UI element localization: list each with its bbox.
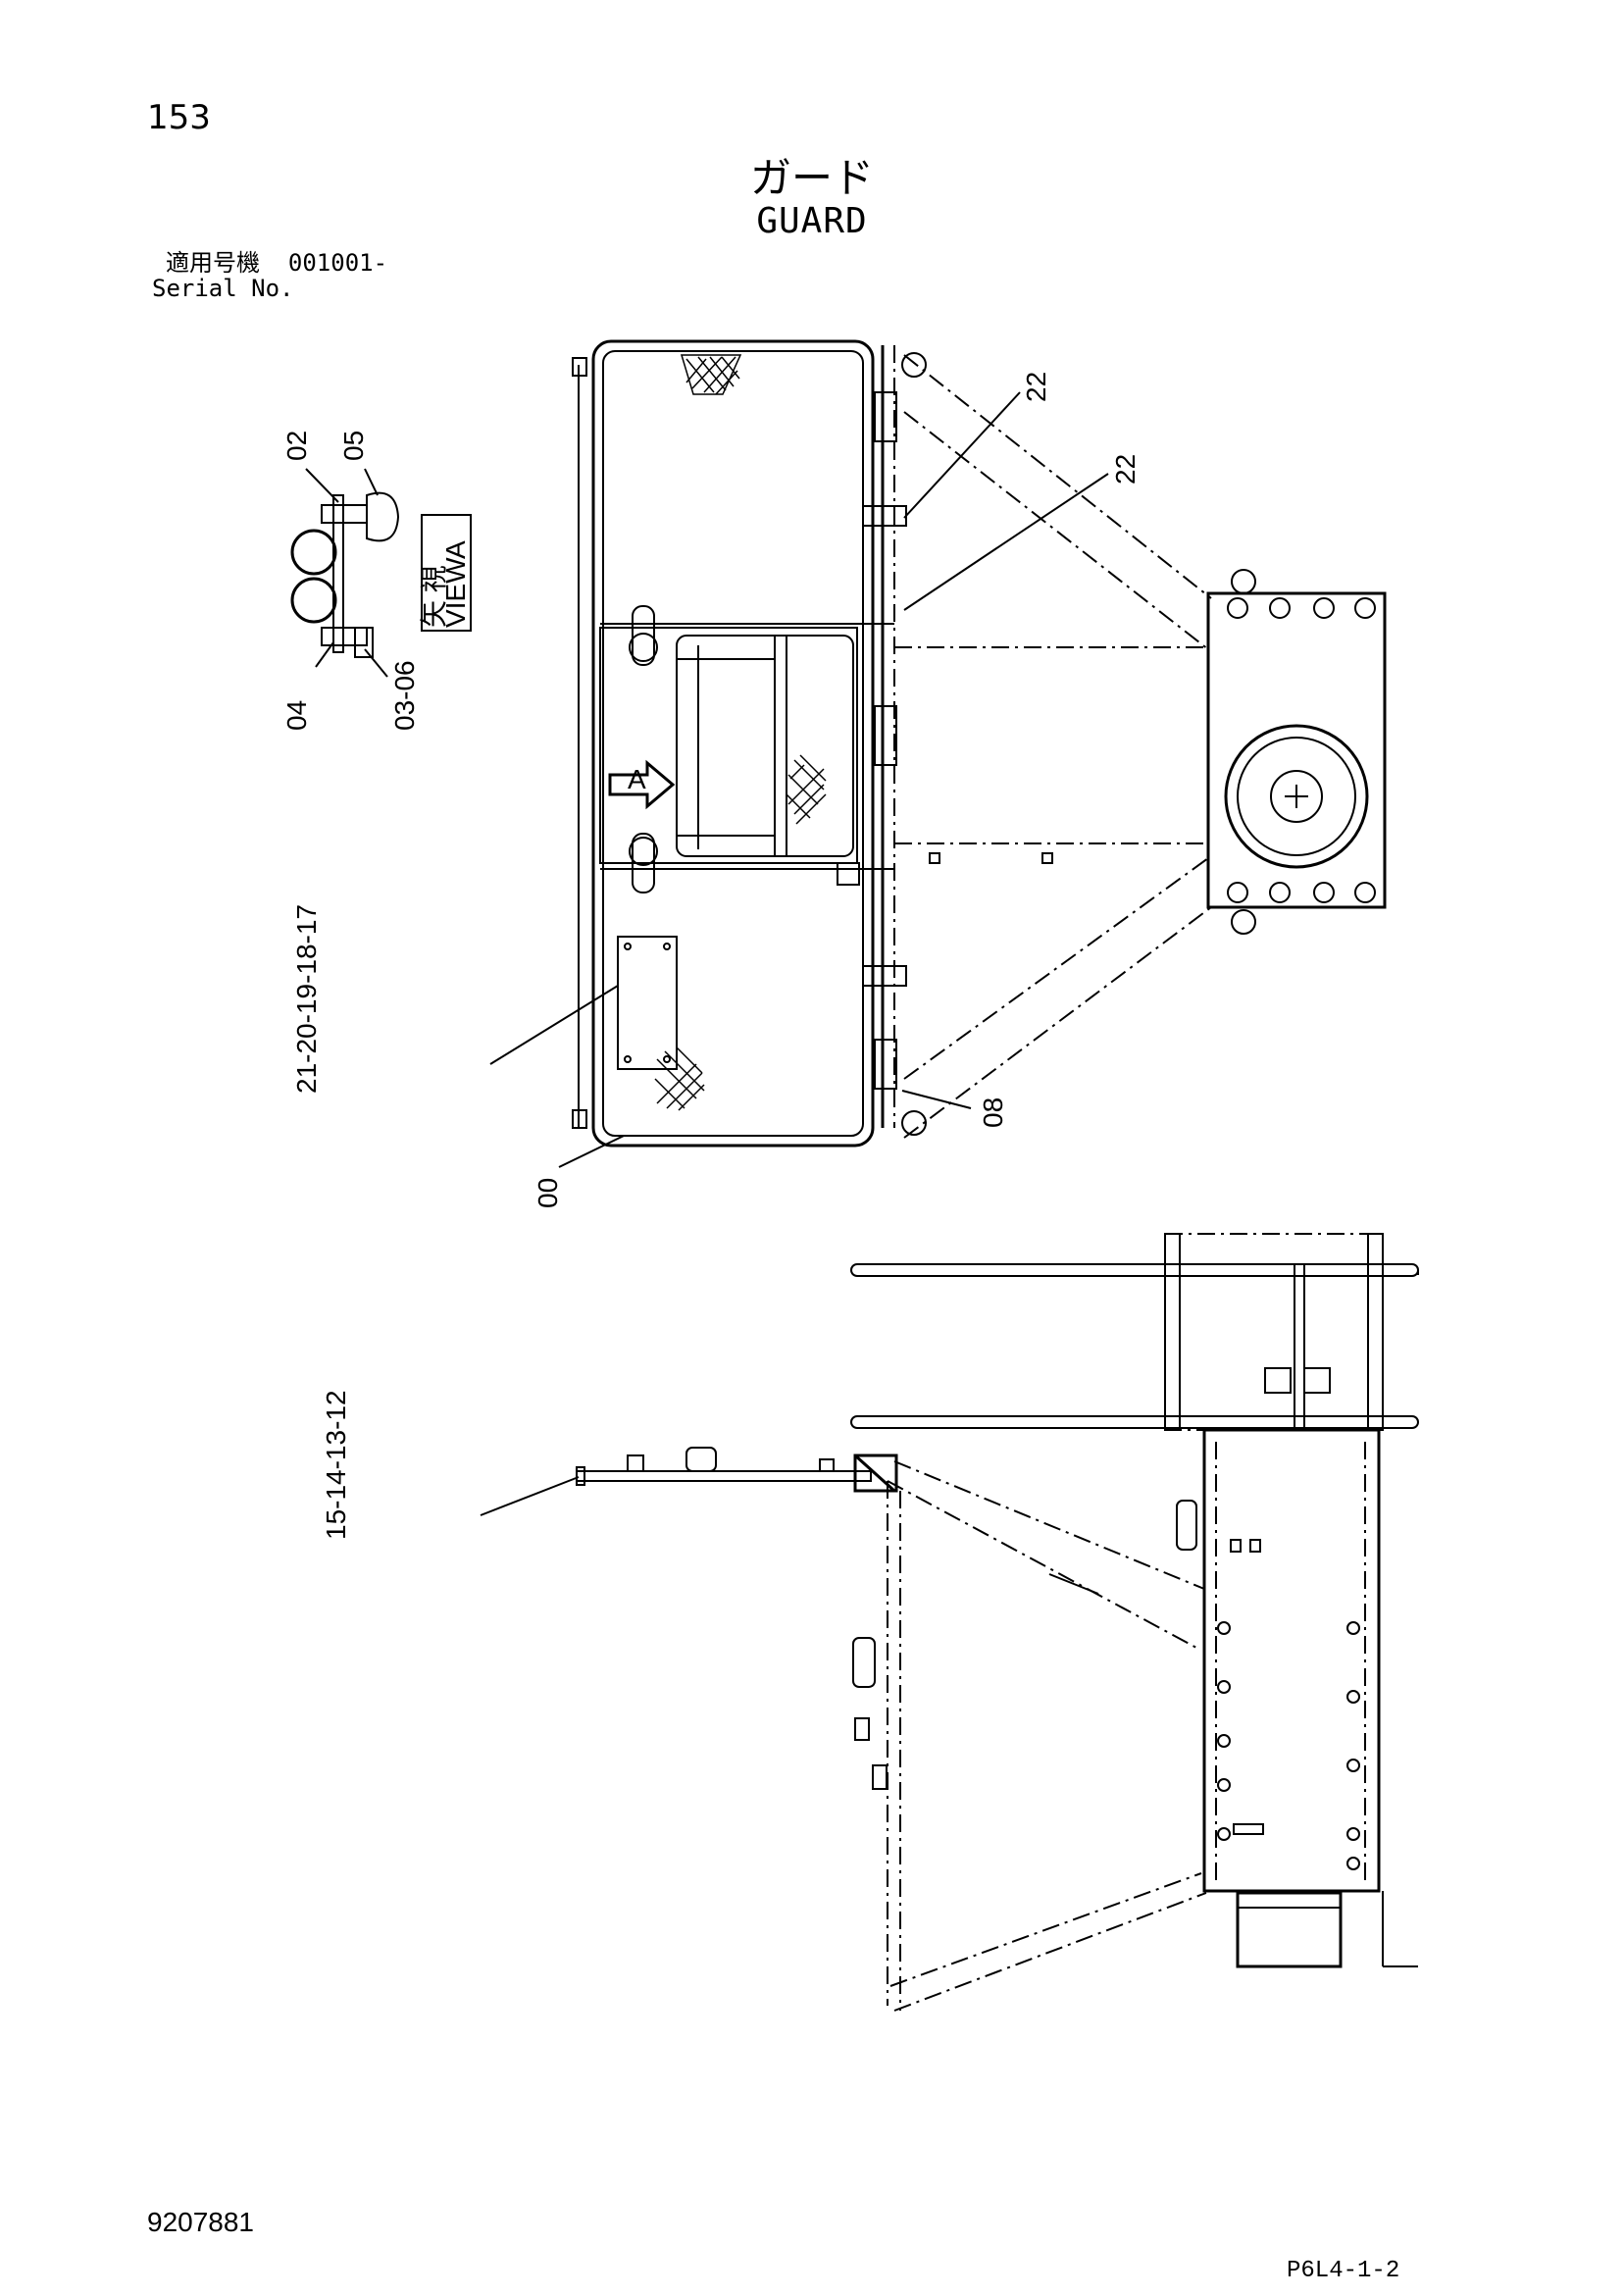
callout-22-lower: 22 (1110, 454, 1141, 485)
callout-00: 00 (533, 1178, 563, 1208)
callout-labels: 02 05 04 03-06 22 22 21-20-19-18-17 00 0… (281, 372, 1141, 1540)
guard-arm (576, 1447, 898, 1493)
hinge-brackets (837, 391, 907, 1090)
guard-corner-tab-top (572, 357, 587, 377)
callout-21-17: 21-20-19-18-17 (291, 904, 322, 1094)
view-a-view-text: VIEW (440, 557, 471, 628)
guard-side-view (576, 1233, 1419, 2012)
handrails (850, 1263, 1419, 1429)
leader-lines (305, 391, 1109, 1516)
page-title-japanese: ガード (749, 154, 874, 202)
diagonal-brace (887, 1480, 1197, 1649)
mesh-middle (786, 754, 827, 825)
view-a-letter: A (440, 540, 471, 559)
view-a-label-box (421, 514, 472, 632)
serial-block: 適用号機 001001- Serial No. (152, 250, 387, 301)
door-handle-top (629, 605, 658, 666)
pump-mount-block (1206, 569, 1387, 935)
callout-02: 02 (281, 431, 312, 461)
page-number: 153 (147, 98, 211, 137)
bottom-motor (1236, 1891, 1343, 1968)
support-struts (894, 352, 1212, 1139)
callout-22-upper: 22 (1021, 372, 1051, 402)
serial-label-jp: 適用号機 (166, 249, 260, 277)
view-a-kanji: 矢 視 (419, 565, 449, 628)
door-handle-bottom (629, 833, 658, 893)
callout-15-12: 15-14-13-12 (321, 1390, 351, 1540)
callout-05: 05 (338, 431, 369, 461)
view-a-detail: 矢 視 VIEW A (290, 491, 472, 658)
arrow-a-letter: A (628, 764, 646, 794)
door-frame (599, 627, 858, 864)
main-column (1202, 1428, 1381, 1893)
callout-04: 04 (281, 700, 312, 731)
guard-panel-inner (602, 350, 864, 1137)
guard-panel-outline (591, 339, 875, 1148)
pump-flange (1224, 724, 1369, 869)
drawing-code: 9207881 (147, 2207, 255, 2237)
callout-08: 08 (978, 1097, 1008, 1128)
mesh-top (680, 354, 742, 395)
door-panel (676, 635, 854, 857)
guard-top-view: A (572, 339, 1387, 1148)
arrow-a-marker: A (608, 759, 676, 810)
page-title: GUARD (756, 201, 868, 241)
serial-label-en: Serial No. (152, 275, 294, 302)
diagonal-brace-upper (893, 1460, 1205, 1590)
serial-row-jp: 適用号機 001001- (152, 250, 387, 276)
rating-plate (617, 936, 678, 1070)
page-reference: P6L4-1-2 (1287, 2258, 1400, 2284)
diagonal-brace-lower (889, 1872, 1202, 1987)
serial-value: 001001- (287, 249, 388, 277)
mesh-bottom (654, 1046, 705, 1111)
callout-03-06: 03-06 (389, 660, 420, 731)
guard-corner-tab-bottom (572, 1109, 587, 1129)
column-bolts (1217, 1621, 1360, 1870)
